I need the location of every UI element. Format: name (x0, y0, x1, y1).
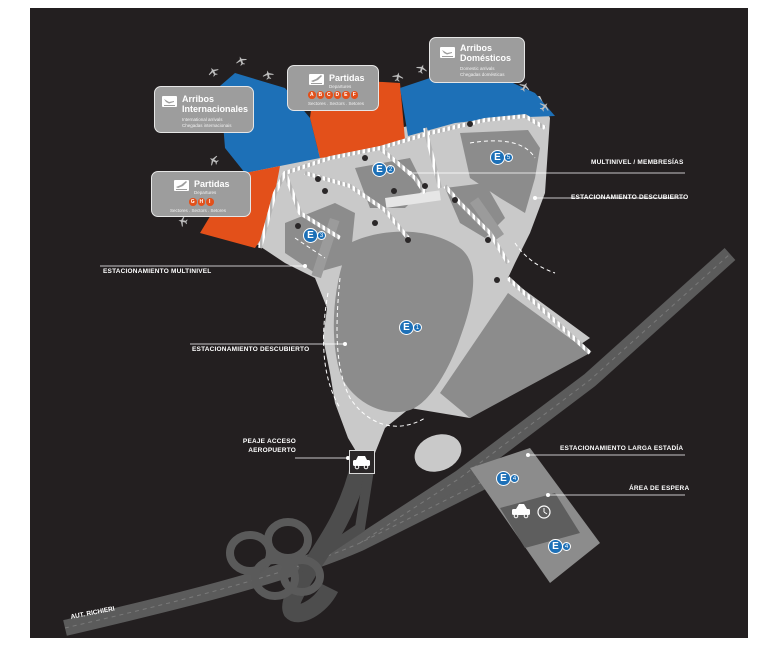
sector-letter: I (206, 198, 214, 206)
parking-e3-badge[interactable]: E 3 (303, 228, 326, 243)
lot-descubierto-right (460, 130, 540, 213)
label-peaje-line2: AEROPUERTO (248, 447, 296, 454)
parking-e-letter: E (496, 471, 511, 486)
label-area-espera: ÁREA DE ESPERA (629, 485, 690, 492)
parking-number: 2 (386, 165, 395, 174)
sector-letter: A (308, 91, 316, 99)
parking-e-letter: E (399, 320, 414, 335)
parking-number: 1 (413, 323, 422, 332)
pedestrian-icons (295, 121, 500, 283)
parking-e4-bottom-badge[interactable]: E 4 (548, 539, 571, 554)
card-title-line1: Arribos (182, 94, 215, 104)
airplane-arrival-icon (162, 96, 177, 107)
highway-richieri (63, 248, 736, 636)
card-sub-line1: Domestic arrivals (460, 66, 495, 71)
card-title-line2: Internacionales (182, 104, 249, 114)
card-sectors: Sectores . Sectors . Setores (170, 208, 227, 213)
label-estacionamiento-descubierto-left: ESTACIONAMIENTO DESCUBIERTO (192, 346, 310, 353)
map-drawing (63, 54, 736, 636)
parking-e-letter: E (490, 150, 505, 165)
clock-icon (537, 505, 551, 519)
card-sub-line1: International arrivals (182, 117, 223, 122)
parking-e-letter: E (548, 539, 563, 554)
label-peaje-line1: PEAJE ACCESO (242, 438, 296, 445)
card-sub: Departures (329, 84, 352, 89)
oval-island (414, 434, 462, 472)
parking-number: 4 (510, 474, 519, 483)
airplane-departure-icon (309, 74, 324, 85)
label-estacionamiento-multinivel: ESTACIONAMIENTO MULTINIVEL (103, 268, 212, 275)
car-icon (353, 456, 370, 470)
sector-letter: D (333, 91, 341, 99)
card-arribos-internacionales: Arribos Internacionales International ar… (154, 86, 254, 133)
parking-number: 4 (562, 542, 571, 551)
terminal-domestic-arrivals (400, 68, 555, 136)
airplane-departure-icon (174, 180, 189, 191)
card-title: Partidas (329, 73, 365, 83)
parking-strip-1 (385, 190, 441, 208)
parking-e-letter: E (303, 228, 318, 243)
sector-letter: E (342, 91, 350, 99)
label-estacionamiento-descubierto-right: ESTACIONAMIENTO DESCUBIERTO (571, 194, 689, 201)
card-sectors: Sectores . Sectors . Setores (308, 101, 365, 106)
sector-letter: G (189, 198, 197, 206)
access-road (282, 460, 375, 623)
card-sub-line2: Chegadas domésticas (460, 72, 505, 77)
lot-larga-estadia (440, 293, 590, 418)
cloverleaf (226, 518, 324, 600)
card-title-line2: Domésticos (460, 53, 512, 63)
car-icon-waiting (512, 504, 530, 519)
airplane-arrival-icon (440, 47, 455, 58)
card-title-line1: Arribos (460, 43, 493, 53)
parking-number: 5 (504, 153, 513, 162)
card-title: Partidas (194, 179, 230, 189)
parking-e-letter: E (372, 162, 387, 177)
sector-letter: C (325, 91, 333, 99)
airport-map: Arribos Internacionales International ar… (30, 8, 748, 638)
leader-lines (100, 172, 685, 496)
sector-letter: H (197, 198, 205, 206)
label-larga-estadia: ESTACIONAMIENTO LARGA ESTADÍA (560, 445, 684, 452)
parking-e5-badge[interactable]: E 5 (490, 150, 513, 165)
lane-markings (294, 140, 556, 427)
card-arribos-domesticos: Arribos Domésticos Domestic arrivals Che… (429, 37, 525, 83)
card-sub: Departures (194, 190, 217, 195)
parking-strip-3 (470, 197, 505, 240)
sector-letter: F (350, 91, 358, 99)
label-multinivel-membresias: MULTINIVEL / MEMBRESÍAS (591, 159, 684, 166)
parking-e1-badge[interactable]: E 1 (399, 320, 422, 335)
sector-letter: B (316, 91, 324, 99)
parking-e2-badge[interactable]: E 2 (372, 162, 395, 177)
card-sub-line2: Chegadas internacionais (182, 123, 232, 128)
parking-e4-top-badge[interactable]: E 4 (496, 471, 519, 486)
toll-booth (349, 450, 375, 474)
walkways (258, 113, 592, 355)
parking-number: 3 (317, 231, 326, 240)
